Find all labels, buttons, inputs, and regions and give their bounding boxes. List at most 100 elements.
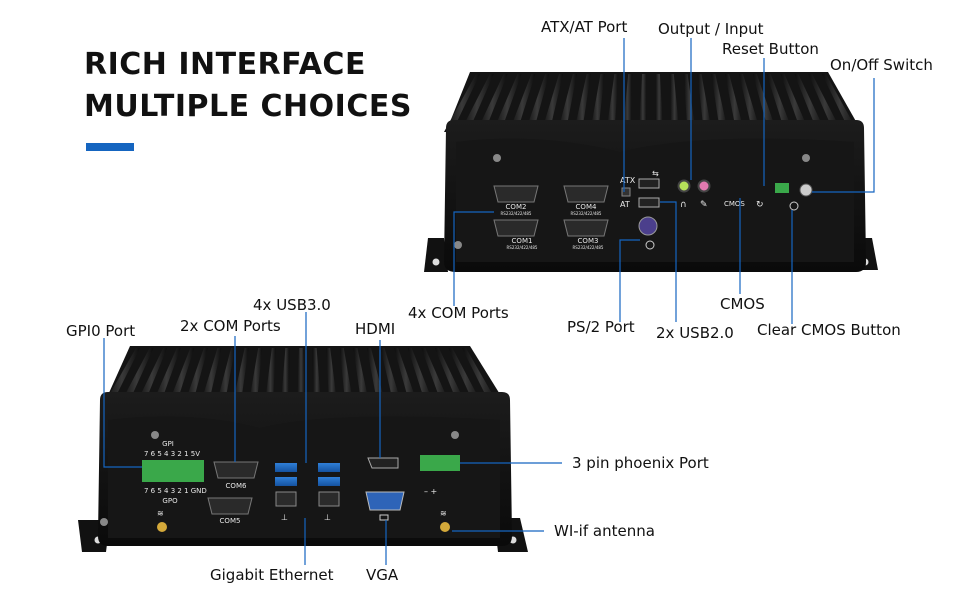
monitor-icon xyxy=(379,514,389,521)
accent-bar xyxy=(86,143,134,151)
usb3-port-3 xyxy=(318,463,340,472)
label-2x-com-ports: 2x COM Ports xyxy=(180,317,281,335)
gpo-text: GPO xyxy=(162,497,178,505)
com1-text: COM1 xyxy=(512,237,533,245)
label-gigabit-ethernet: Gigabit Ethernet xyxy=(210,566,334,584)
usb2-port-2 xyxy=(638,197,660,208)
usb3-port-4 xyxy=(318,477,340,486)
heatsink-fin xyxy=(353,348,370,404)
heatsink-fin xyxy=(184,348,208,404)
wifi-icon: ≋ xyxy=(157,509,164,518)
top-com3-port: COM3 RS232/422/485 xyxy=(563,219,609,250)
screw xyxy=(151,431,159,439)
heatsink-fin xyxy=(448,348,482,404)
usb-icon: ⇆ xyxy=(652,169,659,178)
wifi-antenna-connector-1 xyxy=(157,522,167,532)
com5-text: COM5 xyxy=(220,517,241,525)
heatsink-fin xyxy=(280,348,290,404)
screw xyxy=(100,518,108,526)
heatsink-fin xyxy=(136,348,168,404)
power-icon xyxy=(789,201,799,211)
heatsink-fin xyxy=(822,74,858,132)
label-reset-button: Reset Button xyxy=(722,40,819,58)
gpo-pins-text: 7 6 5 4 3 2 1 GND xyxy=(144,487,207,495)
heatsink-fin xyxy=(606,74,619,132)
com2-spec: RS232/422/485 xyxy=(501,211,532,216)
usb3-port-2 xyxy=(275,477,297,486)
label-output-input: Output / Input xyxy=(658,20,764,38)
top-com1-port: COM1 RS232/422/485 xyxy=(493,219,539,250)
heatsink-fin xyxy=(248,348,263,404)
atx-at-switch xyxy=(621,187,631,197)
heatsink-fin xyxy=(508,74,536,132)
bottom-unit: GPI 7 6 5 4 3 2 1 5V 7 6 5 4 3 2 1 GND G… xyxy=(78,346,528,552)
label-gpio-port: GPI0 Port xyxy=(66,322,136,340)
heatsink-fin xyxy=(104,348,140,404)
microphone-icon: ✎ xyxy=(700,200,708,210)
com6-port xyxy=(213,461,259,479)
com6-text: COM6 xyxy=(226,482,247,490)
heatsink-fin xyxy=(120,348,154,404)
com4-text: COM4 xyxy=(576,203,597,211)
label-wifi-antenna: WI-if antenna xyxy=(554,522,655,540)
label-phoenix-port: 3 pin phoenix Port xyxy=(572,454,709,472)
com3-spec: RS232/422/485 xyxy=(573,245,604,250)
network-icon: ⊥ xyxy=(281,513,288,522)
power-button xyxy=(799,183,813,197)
heatsink-fin xyxy=(794,74,826,132)
heatsink-fin xyxy=(711,74,729,132)
heatsink-fin xyxy=(216,348,236,404)
heatsink-fin xyxy=(434,348,466,404)
callout-lines xyxy=(103,38,875,565)
heatsink-fin xyxy=(766,74,794,132)
top-com2-port: COM2 RS232/422/485 xyxy=(493,185,539,216)
top-foot-left-screw xyxy=(432,258,440,266)
gpi-pins-text: 7 6 5 4 3 2 1 5V xyxy=(144,450,200,458)
heatsink-fin xyxy=(557,74,577,132)
bottom-heatsink-fins xyxy=(104,348,498,404)
heatsink-fin xyxy=(312,348,322,404)
label-4x-com-ports: 4x COM Ports xyxy=(408,304,509,322)
heatsink-fin xyxy=(697,74,712,132)
heatsink-fin xyxy=(444,74,480,132)
label-ps2-port: PS/2 Port xyxy=(567,318,635,336)
com1-spec: RS232/422/485 xyxy=(507,245,538,250)
at-text: AT xyxy=(620,200,630,209)
heatsink-fin xyxy=(525,74,550,132)
usb2-port-1 xyxy=(638,178,660,189)
phoenix-terminal xyxy=(420,455,460,471)
gpio-terminal xyxy=(142,460,204,482)
top-unit: COM2 RS232/422/485 COM4 RS232/422/485 CO… xyxy=(424,72,878,272)
screw xyxy=(493,154,501,162)
usb3-port-1 xyxy=(275,463,297,472)
screw xyxy=(454,241,462,249)
com3-text: COM3 xyxy=(578,237,599,245)
ethernet-port-2 xyxy=(318,491,340,507)
wifi-icon: ≋ xyxy=(440,509,447,518)
heatsink-fin xyxy=(725,74,745,132)
top-com4-port: COM4 RS232/422/485 xyxy=(563,185,609,216)
heatsink-fin xyxy=(573,74,591,132)
screw xyxy=(802,154,810,162)
heatsink-fin xyxy=(264,348,276,404)
heatsink-fin xyxy=(152,348,181,404)
heatsink-fin xyxy=(780,74,810,132)
heatsink-fin xyxy=(622,74,633,132)
hdmi-port xyxy=(367,457,399,469)
headphone-icon: ∩ xyxy=(680,200,687,210)
heatsink-fin xyxy=(752,74,777,132)
headline-line-1: RICH INTERFACE xyxy=(84,47,366,82)
headline-line-2: MULTIPLE CHOICES xyxy=(84,89,412,124)
heatsink-fin xyxy=(460,74,494,132)
heatsink-fin xyxy=(407,348,434,404)
atx-text: ATX xyxy=(620,176,636,185)
reset-terminal xyxy=(775,183,789,193)
label-2x-usb2: 2x USB2.0 xyxy=(656,324,734,342)
cmos-text: CMOS xyxy=(724,200,745,208)
heatsink-fin xyxy=(326,348,338,404)
ethernet-port-1 xyxy=(275,491,297,507)
heatsink-fin xyxy=(339,348,354,404)
heatsink-fin xyxy=(541,74,564,132)
heatsink-fin xyxy=(232,348,249,404)
